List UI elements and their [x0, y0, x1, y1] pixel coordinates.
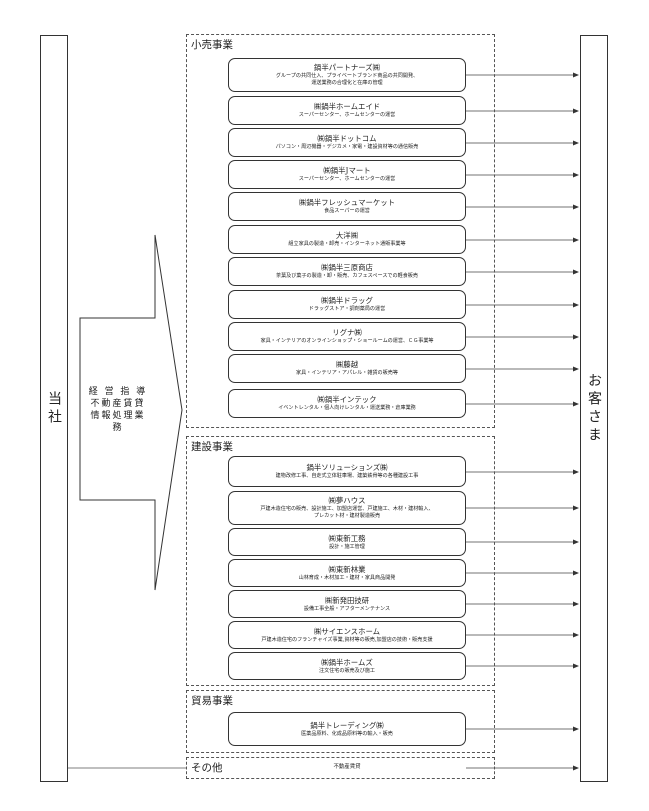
company-name: ㈱新発田技研 — [324, 595, 370, 605]
other-section-title: その他 — [191, 762, 223, 774]
company-desc: ドラッグストア・調剤薬局の運営 — [308, 306, 386, 312]
trade-section — [186, 690, 495, 753]
trade-section-title: 貿易事業 — [191, 695, 233, 707]
company-desc: イベントレンタル・個人向けレンタル・運送業務・倉庫業務 — [278, 405, 416, 411]
company-name: ㈱夢ハウス — [328, 496, 366, 505]
company-name: ㈱東新工務 — [328, 533, 366, 543]
management-line: 情報処理業務 — [90, 411, 146, 433]
company-desc: 設備工事全般・アフターメンテナンス — [303, 605, 391, 612]
retail-section — [186, 34, 495, 428]
company-name: 鍋半ソリューションズ㈱ — [306, 463, 388, 472]
retail-section-title: 小売事業 — [191, 39, 233, 51]
company-name: ㈱鍋半ドットコム — [317, 134, 377, 143]
company-desc: 山林育成・木材加工・建材・家具商品開発 — [298, 574, 396, 581]
company-name: ㈱鍋半フレッシュマーケット — [298, 198, 396, 207]
construction-section-title: 建設事業 — [191, 441, 233, 453]
other-section — [186, 757, 495, 779]
company-name: ㈱鍋半ホームズ — [321, 657, 373, 667]
company-desc: 建物改修工事、自走式立体駐車場、建築鉄骨等の各種建設工事 — [275, 473, 419, 479]
company-desc: 茶葉及び菓子の製造・卸・販売、カフェスペースでの軽食販売 — [275, 273, 418, 279]
company-box-mihara: ㈱鍋半三原商店 茶葉及び菓子の製造・卸・販売、カフェスペースでの軽食販売 — [228, 257, 466, 286]
company-box-fujikoshi: ㈱藤越 家具・インテリア・アパレル・雑貨の販売等 — [228, 354, 466, 383]
company-desc: 家具・インテリアのオンラインショップ・ショールームの運営、ＣＧ事業等 — [260, 338, 434, 344]
management-line: 不動産賃貸 — [90, 399, 146, 409]
company-name: ㈱鍋半ホームエイド — [313, 102, 381, 111]
customers-label: お客さま — [586, 372, 602, 445]
company-box-taiyo: 大洋㈱ 組立家具の製造・卸売・インターネット通販事業等 — [228, 225, 466, 254]
company-name: ㈱藤越 — [335, 360, 359, 369]
company-box-shibata-giken: ㈱新発田技研 設備工事全般・アフターメンテナンス — [228, 590, 466, 618]
flow-arrow-arrowhead — [573, 539, 579, 545]
company-box-trading: 鍋半トレーディング㈱ 医薬品原料、化成品原料等の輸入・販売 — [228, 712, 466, 746]
company-box-fresh-market: ㈱鍋半フレッシュマーケット 食品スーパーの運営 — [228, 192, 466, 221]
company-desc: グループの共同仕入、プライベートブランド商品の共同開発、 — [275, 73, 419, 79]
flow-arrow-arrowhead — [573, 237, 579, 243]
company-desc: プレカット材・建材製造販売 — [313, 513, 381, 519]
company-name: ㈱鍋半インテック — [317, 395, 377, 404]
company-desc: パソコン・周辺機器・デジカメ・家電・建設資材等の通信販売 — [275, 144, 419, 150]
flow-arrow-arrowhead — [573, 632, 579, 638]
flow-arrow-arrowhead — [573, 366, 579, 372]
company-box-ligna: リグナ㈱ 家具・インテリアのオンラインショップ・ショールームの運営、ＣＧ事業等 — [228, 322, 466, 351]
flow-arrow-arrowhead — [573, 172, 579, 178]
company-box-homeaid: ㈱鍋半ホームエイド スーパーセンター、ホームセンターの運営 — [228, 96, 466, 125]
company-name: ㈱東新林業 — [328, 564, 366, 574]
flow-arrow-arrowhead — [573, 469, 579, 475]
flow-arrow-arrowhead — [573, 72, 579, 78]
company-desc: 組立家具の製造・卸売・インターネット通販事業等 — [288, 241, 406, 247]
other-description: 不動産賃貸 — [333, 764, 361, 770]
flow-arrow-arrowhead — [573, 726, 579, 732]
company-desc: スーパーセンター、ホームセンターの運営 — [298, 176, 396, 182]
customers-box: お客さま — [580, 35, 608, 782]
company-desc: 戸建木造住宅の販売、設計施工、加盟店運営、戸建施工、木材・建材輸入、 — [260, 506, 434, 512]
company-box-partners: 鍋半パートナーズ㈱ グループの共同仕入、プライベートブランド商品の共同開発、 運… — [228, 58, 466, 92]
company-box-dotcom: ㈱鍋半ドットコム パソコン・周辺機器・デジカメ・家電・建設資材等の通信販売 — [228, 128, 466, 157]
company-box-solutions: 鍋半ソリューションズ㈱ 建物改修工事、自走式立体駐車場、建築鉄骨等の各種建設工事 — [228, 456, 466, 487]
company-desc: 家具・インテリア・アパレル・雑貨の販売等 — [296, 370, 398, 376]
management-arrow — [79, 234, 183, 591]
company-desc: 運送業務の合理化と在庫の管理 — [311, 80, 383, 86]
other-flow-arrow-arrowhead — [573, 765, 579, 771]
company-name: 鍋半パートナーズ㈱ — [313, 63, 381, 72]
flow-arrow-arrowhead — [573, 334, 579, 340]
company-name: 大洋㈱ — [335, 231, 359, 240]
company-label: 当社 — [46, 390, 62, 427]
company-desc: スーパーセンター、ホームセンターの運営 — [298, 112, 396, 118]
flow-arrow-arrowhead — [573, 601, 579, 607]
company-desc: 戸建木造住宅のフランチャイズ事業,資材等の販売,加盟店の技術・販売支援 — [261, 636, 433, 643]
company-desc: 食品スーパーの運営 — [324, 208, 370, 214]
company-box-toshin-ringyo: ㈱東新林業 山林育成・木材加工・建材・家具商品開発 — [228, 559, 466, 587]
company-name: ㈱鍋半Jマート — [323, 166, 371, 175]
company-name: ㈱鍋半三原商店 — [321, 263, 373, 272]
flow-arrow-arrowhead — [573, 401, 579, 407]
company-box-yume-house: ㈱夢ハウス 戸建木造住宅の販売、設計施工、加盟店運営、戸建施工、木材・建材輸入、… — [228, 491, 466, 525]
company-desc: 医薬品原料、化成品原料等の輸入・販売 — [301, 730, 393, 737]
company-name: ㈱鍋半ドラッグ — [321, 296, 373, 305]
company-name: リグナ㈱ — [332, 328, 362, 337]
company-name: ㈱サイエンスホーム — [313, 626, 381, 636]
flow-arrow-arrowhead — [573, 570, 579, 576]
company-box-toshin-komu: ㈱東新工務 設計・施工管理 — [228, 528, 466, 556]
company-box-science-home: ㈱サイエンスホーム 戸建木造住宅のフランチャイズ事業,資材等の販売,加盟店の技術… — [228, 621, 466, 649]
flow-arrow-arrowhead — [573, 269, 579, 275]
flow-arrow-arrowhead — [573, 302, 579, 308]
company-box-intec: ㈱鍋半インテック イベントレンタル・個人向けレンタル・運送業務・倉庫業務 — [228, 389, 466, 418]
flow-arrow-arrowhead — [573, 663, 579, 669]
flow-arrow-arrowhead — [573, 505, 579, 511]
company-box-drug: ㈱鍋半ドラッグ ドラッグストア・調剤薬局の運営 — [228, 290, 466, 319]
company-desc: 注文住宅の販売及び施工 — [318, 667, 376, 674]
company-box: 当社 — [40, 35, 68, 782]
company-box-jmart: ㈱鍋半Jマート スーパーセンター、ホームセンターの運営 — [228, 160, 466, 189]
construction-section — [186, 436, 495, 686]
company-desc: 設計・施工管理 — [329, 543, 365, 550]
management-text: 経 営 指 導 不動産賃貸 情報処理業務 — [86, 386, 150, 434]
flow-arrow-arrowhead — [573, 140, 579, 146]
flow-arrow-arrowhead — [573, 108, 579, 114]
flow-arrow-arrowhead — [573, 204, 579, 210]
company-name: 鍋半トレーディング㈱ — [310, 720, 384, 730]
company-box-homes: ㈱鍋半ホームズ 注文住宅の販売及び施工 — [228, 652, 466, 680]
management-line: 経 営 指 導 — [88, 387, 148, 397]
